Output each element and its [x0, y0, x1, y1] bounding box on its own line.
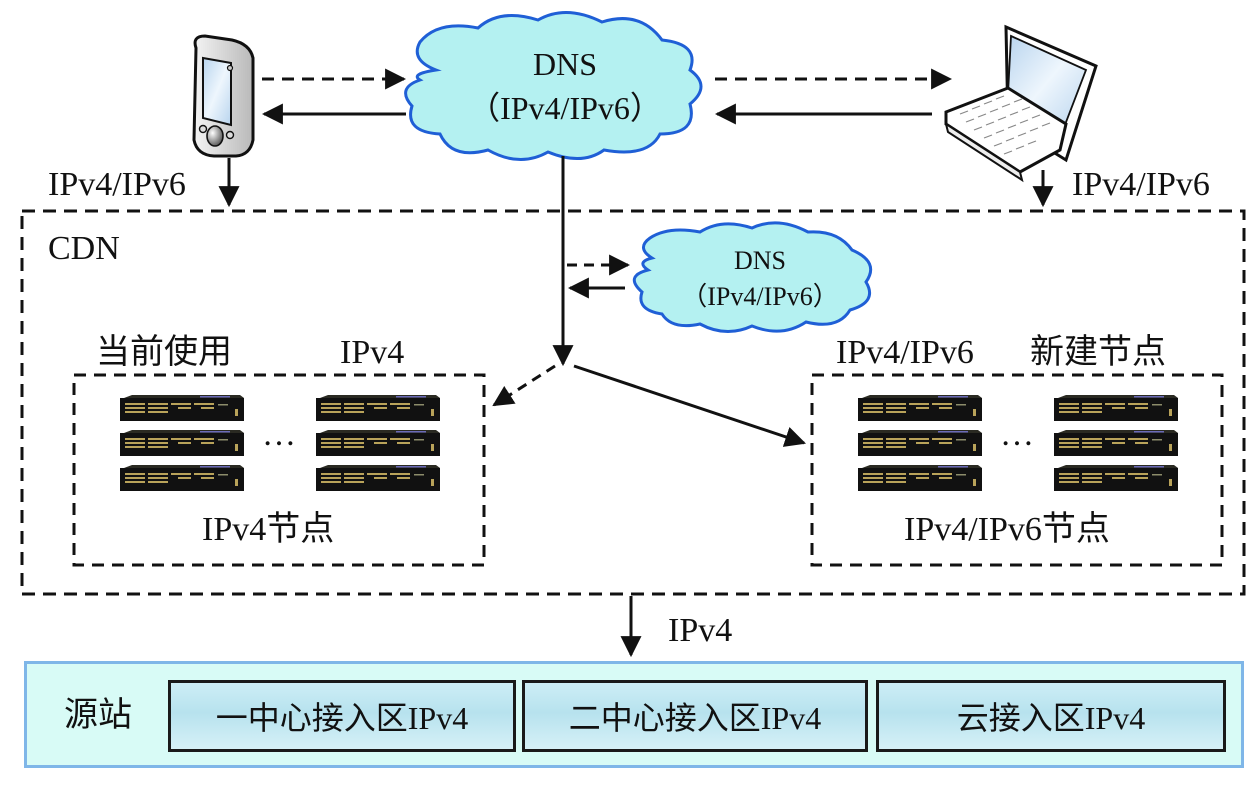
ipv4-cluster-protocol-label: IPv4 [340, 334, 405, 371]
origin-zone-label: 云接入区IPv4 [956, 700, 1146, 736]
rack-server-icon [316, 465, 440, 491]
rack-server-icon [120, 430, 244, 456]
mobile-device-icon [192, 34, 255, 158]
rack-server-icon [858, 395, 982, 421]
rack-server-icon [858, 430, 982, 456]
dual-stack-cluster-ellipsis: … [1000, 416, 1034, 453]
dns-main-cloud [404, 10, 703, 162]
rack-server-icon [316, 430, 440, 456]
route-to-dual-stack-cluster-arrow [573, 364, 806, 447]
dns-internal-subtitle: （IPv4/IPv6） [681, 282, 839, 311]
rack-server-icon [316, 395, 440, 421]
cdn-label: CDN [48, 230, 120, 267]
dns-internal-title: DNS [733, 246, 786, 275]
dns-main-title: DNS [532, 46, 597, 82]
rack-server-icon [1054, 430, 1178, 456]
dns-internal-cloud [632, 221, 873, 333]
origin-zone-2: 二中心接入区IPv4 [522, 680, 868, 752]
origin-zone-1: 一中心接入区IPv4 [168, 680, 516, 752]
laptop-icon [944, 24, 1098, 183]
rack-server-icon [1054, 465, 1178, 491]
ipv4-cluster-ellipsis: … [262, 416, 296, 453]
laptop-protocol-label: IPv4/IPv6 [1072, 166, 1210, 203]
rack-server-icon [858, 465, 982, 491]
mobile-protocol-label: IPv4/IPv6 [48, 166, 186, 203]
ipv4-cluster-status-label: 当前使用 [96, 334, 232, 371]
dual-stack-cluster-node-label: IPv4/IPv6节点 [904, 511, 1110, 548]
ipv4-cluster-box [72, 373, 486, 567]
origin-zone-label: 二中心接入区IPv4 [568, 700, 822, 736]
rack-server-icon [1054, 395, 1178, 421]
origin-zone-3: 云接入区IPv4 [876, 680, 1226, 752]
dns-main-subtitle: （IPv4/IPv6） [468, 90, 662, 126]
dual-stack-cluster-protocol-label: IPv4/IPv6 [836, 334, 974, 371]
origin-link-label: IPv4 [668, 612, 733, 649]
origin-label: 源站 [64, 697, 132, 734]
rack-server-icon [120, 395, 244, 421]
dual-stack-cluster-status-label: 新建节点 [1030, 334, 1166, 371]
origin-zone-label: 一中心接入区IPv4 [215, 700, 469, 736]
dual-stack-cluster-box [810, 373, 1224, 567]
ipv4-cluster-node-label: IPv4节点 [202, 511, 335, 548]
rack-server-icon [120, 465, 244, 491]
cdn-boundary [20, 209, 1246, 596]
route-to-ipv4-cluster-arrow [492, 364, 556, 407]
